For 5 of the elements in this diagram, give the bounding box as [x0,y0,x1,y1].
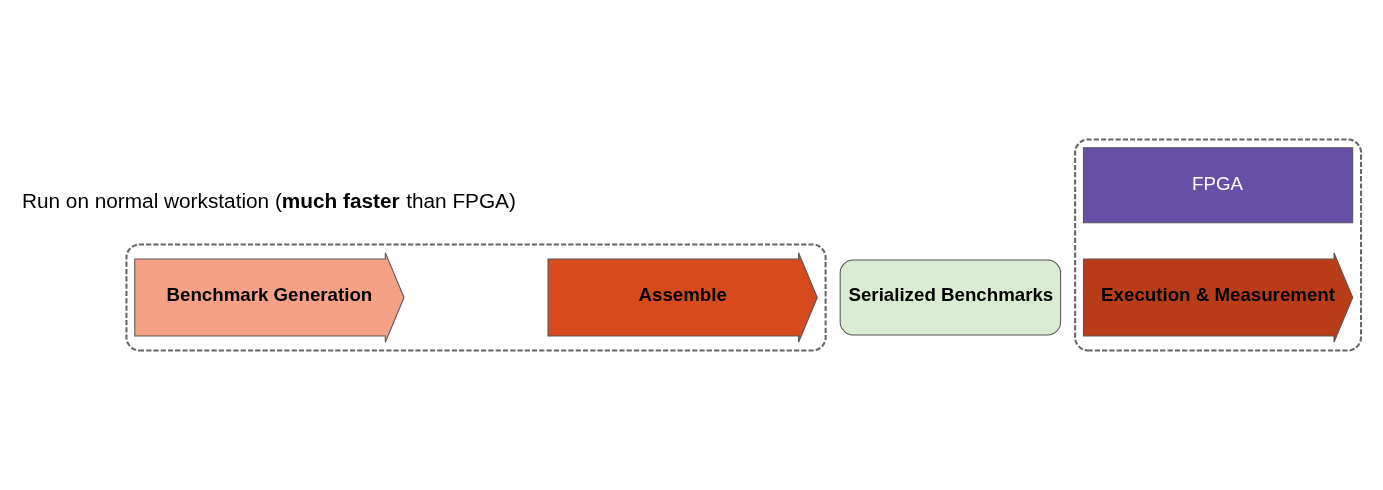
cluster [1074,138,1363,352]
node-box: FPGA [1082,147,1354,224]
node-box: Serialized Benchmarks [839,259,1062,336]
label: Run on normal workstation (much faster than FPGA) [21,189,516,213]
cluster [125,243,827,352]
